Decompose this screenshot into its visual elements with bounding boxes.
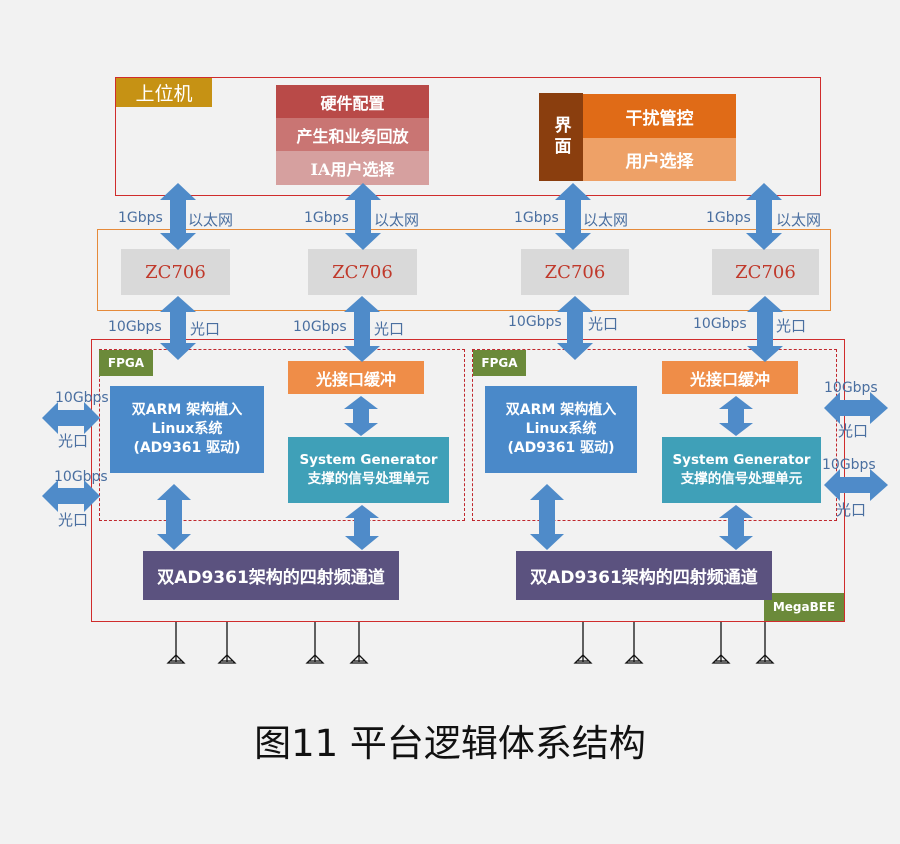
arm-linux-box-1: 双ARM 架构植入 Linux系统 (AD9361 驱动)	[110, 386, 264, 473]
antenna-icon	[305, 622, 325, 664]
eth-label-4: 以太网	[776, 211, 822, 229]
antenna-icon	[166, 622, 186, 664]
arm-linux-box-2: 双ARM 架构植入 Linux系统 (AD9361 驱动)	[485, 386, 637, 473]
stack-user-select: 用户选择	[583, 138, 736, 181]
zc706-label: ZC706	[145, 261, 206, 283]
sysgen-line-1: System Generator	[672, 452, 811, 468]
eth-speed-4: 1Gbps	[706, 210, 751, 226]
sysgen-line-1: System Generator	[299, 452, 438, 468]
stack-generate-playback-label: 产生和业务回放	[296, 126, 409, 146]
sysgen-box-1: System Generator 支撑的信号处理单元	[288, 437, 449, 503]
opt-speed-3: 10Gbps	[508, 314, 562, 330]
fpga-tag-2: FPGA	[473, 350, 526, 376]
antenna-icon	[755, 622, 775, 664]
fpga-frame-1	[99, 349, 465, 521]
fpga-tag-1: FPGA	[99, 350, 153, 376]
interface-tag: 界面	[539, 93, 583, 181]
rf-channel-label: 双AD9361架构的四射频通道	[530, 568, 758, 588]
eth-speed-3: 1Gbps	[514, 210, 559, 226]
arm-line-3: (AD9361 驱动)	[507, 440, 615, 456]
zc706-board-4: ZC706	[712, 249, 819, 295]
antenna-icon	[711, 622, 731, 664]
interface-label: 界面	[550, 116, 571, 158]
eth-label-1: 以太网	[188, 211, 234, 229]
arm-line-3: (AD9361 驱动)	[133, 440, 241, 456]
zc706-label: ZC706	[544, 261, 606, 283]
optical-buffer-box-1: 光接口缓冲	[288, 361, 424, 394]
eth-speed-1: 1Gbps	[118, 210, 163, 226]
rf-channel-label: 双AD9361架构的四射频通道	[157, 568, 385, 588]
opt-label-4: 光口	[776, 317, 807, 335]
side-opt-speed-right-2: 10Gbps	[822, 457, 876, 473]
side-opt-label-left-2: 光口	[58, 511, 89, 529]
arm-line-2: Linux系统	[151, 421, 223, 437]
megabee-label: MegaBEE	[772, 600, 836, 614]
host-title-tag: 上位机	[116, 78, 212, 107]
figure-caption: 图11 平台逻辑体系结构	[200, 712, 700, 768]
figure-caption-text: 图11 平台逻辑体系结构	[254, 722, 646, 765]
zc706-label: ZC706	[735, 261, 796, 283]
arm-line-2: Linux系统	[525, 421, 597, 437]
opt-label-2: 光口	[374, 320, 405, 338]
opt-speed-1: 10Gbps	[108, 319, 162, 335]
opt-label-1: 光口	[190, 320, 221, 338]
fpga-frame-2	[472, 349, 837, 521]
fpga-tag-label: FPGA	[481, 356, 518, 370]
zc706-board-3: ZC706	[521, 249, 629, 295]
megabee-tag: MegaBEE	[764, 593, 844, 621]
sysgen-box-2: System Generator 支撑的信号处理单元	[662, 437, 821, 503]
zc706-board-2: ZC706	[308, 249, 417, 295]
host-frame	[115, 77, 821, 196]
antenna-icon	[624, 622, 644, 664]
side-opt-label-right-1: 光口	[838, 422, 869, 440]
optical-buffer-label: 光接口缓冲	[689, 369, 770, 389]
arm-line-1: 双ARM 架构植入	[131, 402, 243, 418]
host-title: 上位机	[135, 83, 193, 105]
arm-line-1: 双ARM 架构植入	[505, 402, 617, 418]
stack-hardware-config: 硬件配置	[276, 85, 429, 118]
side-opt-label-right-2: 光口	[836, 501, 867, 519]
zc706-frame	[97, 229, 831, 311]
side-opt-speed-left-2: 10Gbps	[54, 469, 108, 485]
rf-channel-box-1: 双AD9361架构的四射频通道	[143, 551, 399, 600]
opt-speed-4: 10Gbps	[693, 316, 747, 332]
stack-user-select-label: 用户选择	[625, 152, 694, 172]
optical-buffer-box-2: 光接口缓冲	[662, 361, 798, 394]
sysgen-line-2: 支撑的信号处理单元	[680, 471, 803, 487]
antenna-icon	[573, 622, 593, 664]
stack-ia-user-select-label: IA用户选择	[310, 160, 395, 179]
stack-interference-control-label: 干扰管控	[625, 108, 694, 129]
stack-generate-playback: 产生和业务回放	[276, 118, 429, 151]
zc706-board-1: ZC706	[121, 249, 230, 295]
eth-speed-2: 1Gbps	[304, 210, 349, 226]
eth-label-2: 以太网	[374, 211, 420, 229]
rf-channel-box-2: 双AD9361架构的四射频通道	[516, 551, 772, 600]
sysgen-line-2: 支撑的信号处理单元	[307, 471, 430, 487]
stack-hardware-config-label: 硬件配置	[320, 93, 385, 113]
fpga-tag-label: FPGA	[107, 356, 145, 370]
opt-label-3: 光口	[588, 315, 619, 333]
stack-ia-user-select: IA用户选择	[276, 151, 429, 185]
side-opt-speed-left-1: 10Gbps	[55, 390, 109, 406]
eth-label-3: 以太网	[583, 211, 629, 229]
optical-buffer-label: 光接口缓冲	[315, 369, 396, 389]
side-opt-speed-right-1: 10Gbps	[824, 380, 878, 396]
zc706-label: ZC706	[332, 261, 393, 283]
side-opt-label-left-1: 光口	[58, 432, 89, 450]
stack-interference-control: 干扰管控	[583, 94, 736, 138]
antenna-icon	[349, 622, 369, 664]
opt-speed-2: 10Gbps	[293, 319, 347, 335]
antenna-icon	[217, 622, 237, 664]
